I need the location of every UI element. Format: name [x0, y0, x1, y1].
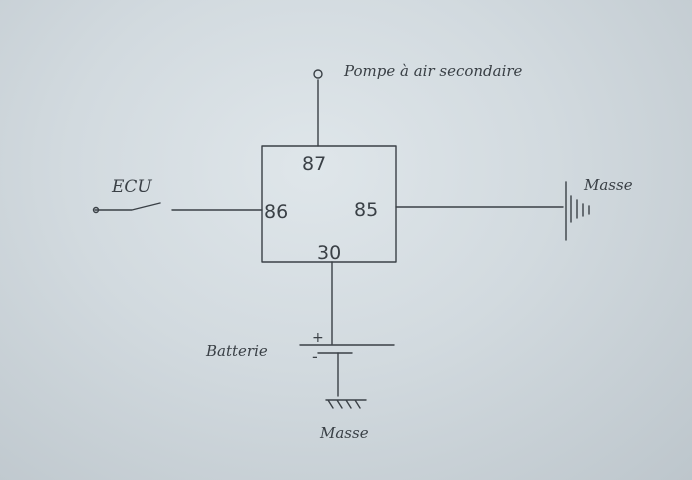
pump-label: Pompe à air secondaire [343, 62, 523, 80]
battery-plus-sign: + [312, 330, 324, 346]
relay-pin-86: 86 [264, 201, 288, 223]
battery-minus-sign: - [312, 347, 318, 366]
relay-box [261, 145, 397, 263]
ground-right-hatch [570, 195, 590, 223]
ecu-switch-contact [92, 206, 100, 214]
ground-bottom-label: Masse [319, 424, 369, 442]
battery-label: Batterie [205, 342, 268, 360]
pump-terminal [313, 69, 323, 79]
ecu-switch [94, 202, 161, 211]
relay-pin-87: 87 [302, 153, 326, 175]
relay-pin-85: 85 [354, 199, 378, 221]
ground-bottom-symbol [325, 399, 367, 409]
ground-right-label: Masse [583, 176, 633, 194]
relay-pin-30: 30 [317, 242, 341, 264]
ecu-label: ECU [111, 177, 152, 197]
